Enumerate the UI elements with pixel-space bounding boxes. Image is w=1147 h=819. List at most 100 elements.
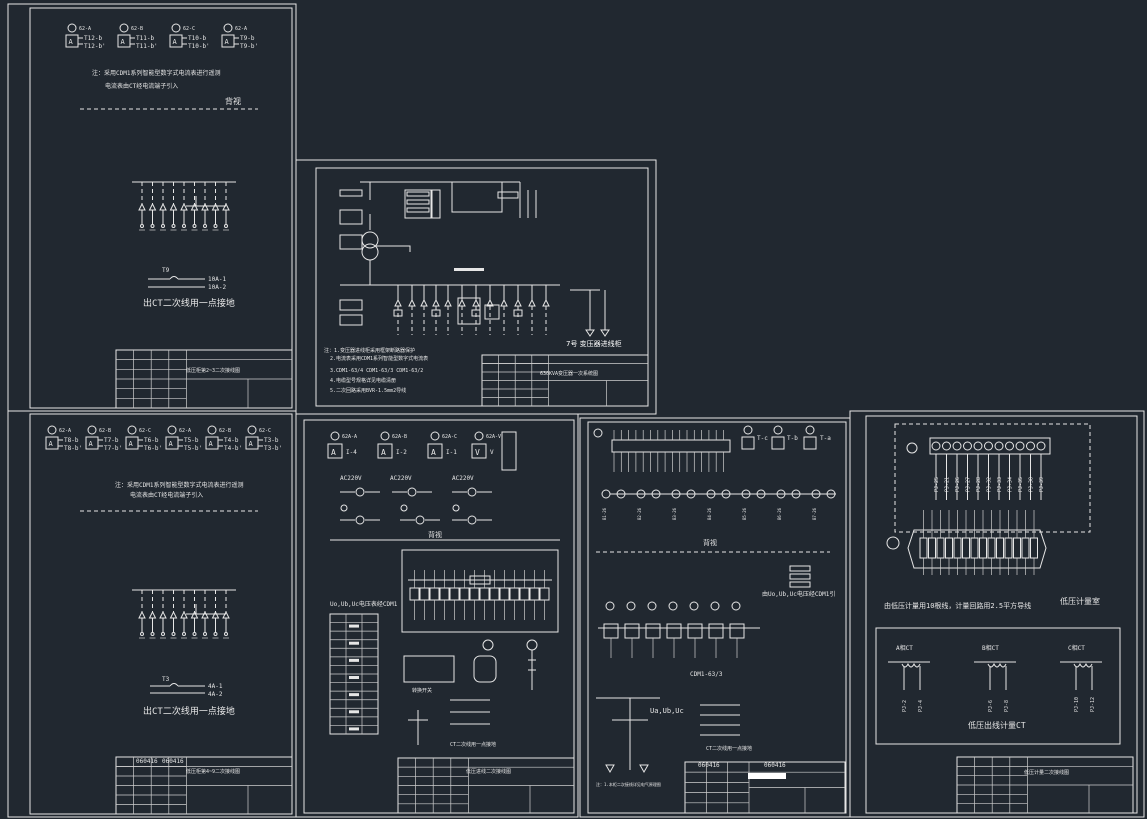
svg-text:62-A: 62-A (79, 26, 91, 32)
ct-terminal-icon (247, 425, 257, 435)
ct-coil-icon (1073, 662, 1093, 668)
svg-text:B4-26: B4-26 (707, 507, 712, 520)
meter-label-bottom: T12-b' (84, 43, 106, 50)
ammeter-icon (169, 34, 183, 48)
svg-text:B7-26: B7-26 (812, 507, 817, 520)
svg-text:A: A (89, 440, 94, 448)
svg-text:62-B: 62-B (99, 428, 111, 434)
svg-text:4.电缆型号规格详见电缆清册: 4.电缆型号规格详见电缆清册 (330, 377, 396, 384)
meter-label-top: T5-b (184, 437, 199, 444)
sheet-3-title-block (115, 756, 293, 815)
meter-label-top: T12-b (84, 35, 102, 42)
meter-label-top: T8-b (64, 437, 79, 444)
svg-text:62-A: 62-A (235, 26, 247, 32)
cdm-module-icon (708, 623, 724, 639)
svg-text:PJ-12: PJ-12 (1090, 697, 1096, 712)
ammeter-icon (125, 436, 139, 450)
svg-text:A: A (331, 448, 336, 457)
meter-label-bottom: T6-b' (144, 445, 162, 452)
sheet-1-term-2: 10A-2 (208, 284, 226, 291)
ammeter-icon (327, 443, 343, 459)
svg-text:62A-V: 62A-V (486, 434, 501, 440)
svg-text:A: A (129, 440, 134, 448)
ct-terminal-icon (47, 425, 57, 435)
ct-terminal-icon (223, 23, 233, 33)
svg-text:A: A (225, 38, 230, 46)
svg-text:A: A (381, 448, 386, 457)
svg-text:PJ-25: PJ-25 (934, 477, 940, 492)
cdm-module-icon (645, 623, 661, 639)
meter-label-bottom: T8-b' (64, 445, 82, 452)
svg-text:I-4: I-4 (346, 449, 357, 456)
ct-label: C相CT (1068, 644, 1085, 652)
svg-text:PJ-27: PJ-27 (966, 477, 972, 492)
svg-text:B6-26: B6-26 (777, 507, 782, 520)
svg-text:PJ-33: PJ-33 (997, 477, 1003, 492)
sheet-2: 7号 变压器进线柜 注：1.变压器进线柜采用框架断路器保护 2.电流表采用CDM… (295, 159, 657, 415)
sheet-5-title-block (684, 761, 846, 814)
ammeter-icon (85, 436, 99, 450)
sheet-4-switch-rows (340, 487, 492, 525)
sheet-2-footer: 630KVA变压器一次系统图 (540, 370, 598, 377)
sheet-2-notes: 注：1.变压器进线柜采用框架断路器保护 2.电流表采用CDM1系列智能型数字式电… (324, 347, 428, 394)
svg-text:B1-26: B1-26 (602, 507, 607, 520)
ammeter-icon (377, 443, 393, 459)
svg-text:B2-26: B2-26 (637, 507, 642, 520)
svg-text:T-b: T-b (787, 435, 798, 442)
svg-text:A: A (49, 440, 54, 448)
svg-text:3.CDM1-63/4 CDM1-63/3 CDM1-63/: 3.CDM1-63/4 CDM1-63/3 CDM1-63/2 (330, 368, 423, 374)
svg-text:62A-A: 62A-A (342, 434, 357, 440)
meter-label-top: T10-b (188, 35, 206, 42)
svg-text:62A-B: 62A-B (392, 434, 407, 440)
sheet-1-ct-symbol (148, 276, 205, 288)
sheet-1-title-block (115, 349, 293, 409)
sheet-1-note-1: 注：采用CDM1系列智能型数字式电流表进行遥测 (92, 69, 220, 77)
ct-terminal-icon (207, 425, 217, 435)
meter-label-top: T4-b (224, 437, 239, 444)
svg-text:62-C: 62-C (259, 428, 271, 434)
ct-terminal-icon (330, 431, 340, 441)
sheet-3-drawing-no-2: 060416 (162, 758, 184, 765)
sheet-5-caption: CT二次线用一点接地 (706, 745, 752, 752)
svg-text:62-A: 62-A (179, 428, 191, 434)
sheet-6-ct-panel (875, 627, 1121, 745)
svg-text:AC220V: AC220V (390, 475, 412, 482)
meter-label-bottom: T9-b' (240, 43, 258, 50)
ammeter-icon (45, 436, 59, 450)
sheet-2-title-block (481, 354, 649, 407)
cdm-module-icon (729, 623, 745, 639)
svg-text:62-C: 62-C (139, 428, 151, 434)
svg-text:PJ-21: PJ-21 (945, 477, 951, 492)
svg-text:I-2: I-2 (396, 449, 407, 456)
ammeter-icon (471, 443, 487, 459)
meter-label-bottom: T5-b' (184, 445, 202, 452)
meter-label-top: T3-b (264, 437, 279, 444)
svg-text:A: A (249, 440, 254, 448)
svg-text:2.电流表采用CDM1系列智能型数字式电流表: 2.电流表采用CDM1系列智能型数字式电流表 (330, 355, 428, 362)
svg-text:62-A: 62-A (59, 428, 71, 434)
meter-label-bottom: T3-b' (264, 445, 282, 452)
svg-text:PJ-2: PJ-2 (902, 700, 908, 712)
ct-terminal-icon (87, 425, 97, 435)
sheet-5-footnote: 注：1.本柜二次接线详见电气原理图 (596, 781, 661, 787)
svg-text:V: V (475, 448, 480, 457)
sheet-4-caption: CT二次线用一点接地 (450, 741, 496, 748)
sheet-6-note: 由低压计量用10根线，计量回路用2.5平方导线 (884, 601, 1031, 610)
sheet-6-title-right: 低压计量室 (1060, 596, 1100, 606)
svg-text:B3-26: B3-26 (672, 507, 677, 520)
ct-terminal-icon (171, 23, 181, 33)
meter-label-top: T9-b (240, 35, 255, 42)
ammeter-icon (221, 34, 235, 48)
sheet-3-term-2: 4A-2 (208, 691, 223, 698)
svg-text:A: A (431, 448, 436, 457)
sheet-1-busbar (132, 181, 236, 231)
svg-text:A: A (209, 440, 214, 448)
svg-text:62-B: 62-B (131, 26, 143, 32)
svg-text:T-a: T-a (820, 435, 831, 442)
sheet-1-tb-title: 低压柜第2~3二次接线图 (186, 367, 240, 374)
sheet-5-volt-label: Ua,Ub,Uc (650, 707, 684, 715)
ct-label: A相CT (896, 644, 913, 652)
